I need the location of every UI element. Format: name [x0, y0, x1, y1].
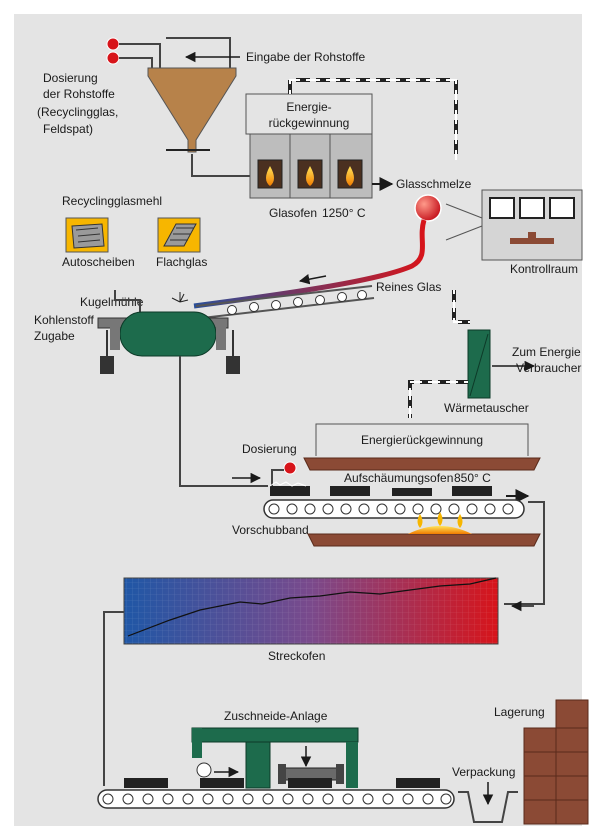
raw-material-valves — [106, 37, 231, 68]
label-lagerung: Lagerung — [494, 705, 545, 719]
svg-text:(Recyclingglas,: (Recyclingglas, — [37, 105, 118, 119]
monitor-icon — [489, 197, 515, 219]
raw-material-hopper — [147, 67, 237, 153]
label-autoscheiben: Autoscheiben — [62, 255, 135, 269]
label-glasofen: Glasofen — [269, 206, 317, 220]
flame-icon — [306, 166, 314, 186]
monitor-icon — [549, 197, 575, 219]
monitor-icon — [519, 197, 545, 219]
cutting-conveyor — [97, 789, 455, 809]
label-waermetauscher: Wärmetauscher — [444, 401, 529, 415]
streckofen — [123, 577, 499, 645]
label-energierueckgewinnung: Energierückgewinnung — [361, 433, 483, 447]
storage-stack — [523, 699, 589, 825]
heater-glow — [408, 526, 472, 534]
valve-icon — [106, 51, 120, 65]
glass-melt-drop — [414, 194, 442, 222]
reines-glas-conveyor — [195, 285, 375, 319]
svg-text:Verbraucher: Verbraucher — [516, 361, 581, 375]
cutting-feed-pipe — [103, 611, 124, 786]
flame-icon — [457, 514, 463, 528]
valve-icon — [283, 461, 297, 475]
label-glasschmelze: Glasschmelze — [396, 177, 472, 191]
flame-icon — [346, 166, 354, 186]
svg-text:Zugabe: Zugabe — [34, 329, 75, 343]
label-streckofen: Streckofen — [268, 649, 325, 663]
label-eingabe: Eingabe der Rohstoffe — [246, 50, 366, 64]
label-aufschaeumungsofen: Aufschäumungsofen — [344, 471, 453, 485]
zuschneide-anlage — [191, 727, 359, 789]
label-kontrollraum: Kontrollraum — [510, 262, 578, 276]
sensor-icon — [196, 762, 212, 778]
label-recyclingglasmehl: Recyclingglasmehl — [62, 194, 162, 208]
valve-icon — [106, 37, 120, 51]
temperature-curve — [127, 577, 497, 637]
packaging-bin — [458, 791, 518, 823]
label-glasofen-temp: 1250° C — [322, 206, 366, 220]
reines-glas-arrow — [298, 274, 327, 285]
svg-text:der Rohstoffe: der Rohstoffe — [43, 87, 115, 101]
label-flachglas: Flachglas — [156, 255, 207, 269]
svg-text:Feldspat): Feldspat) — [43, 122, 93, 136]
flame-icon — [266, 166, 274, 186]
label-zuschneide: Zuschneide-Anlage — [224, 709, 328, 723]
label-reines-glas: Reines Glas — [376, 280, 441, 294]
foaming-oven-hood — [303, 457, 541, 471]
label-aufschaeum-temp: 850° C — [454, 471, 491, 485]
svg-text:Energie-: Energie- — [286, 100, 331, 114]
label-kugelmuehle: Kugelmühle — [80, 295, 144, 309]
svg-text:Dosierung: Dosierung — [43, 71, 98, 85]
transfer-pipe — [504, 501, 545, 605]
svg-text:rückgewinnung: rückgewinnung — [269, 116, 350, 130]
label-dosierung: Dosierung — [242, 442, 297, 456]
svg-text:Kohlenstoff: Kohlenstoff — [34, 313, 94, 327]
svg-text:Zum Energie: Zum Energie — [512, 345, 581, 359]
energy-recovery-bracket — [315, 423, 529, 456]
control-desk — [510, 238, 554, 244]
glass-melt-stream — [193, 219, 427, 309]
glass-furnace — [249, 133, 373, 199]
glass-powder-pipe — [179, 356, 268, 487]
label-verpackung: Verpackung — [452, 765, 515, 779]
foaming-product-blocks — [269, 481, 492, 496]
ball-mill — [97, 292, 240, 374]
sparkle-icon — [171, 292, 189, 303]
control-room — [481, 189, 583, 261]
foaming-oven-heater — [307, 533, 541, 547]
label-vorschubband: Vorschubband — [232, 523, 309, 537]
dosierung-rohstoffe-label: Dosierung der Rohstoffe (Recyclingglas, … — [37, 71, 118, 136]
flame-icon — [437, 512, 443, 526]
vorschubband-conveyor — [263, 499, 525, 519]
flame-icon — [417, 514, 423, 528]
